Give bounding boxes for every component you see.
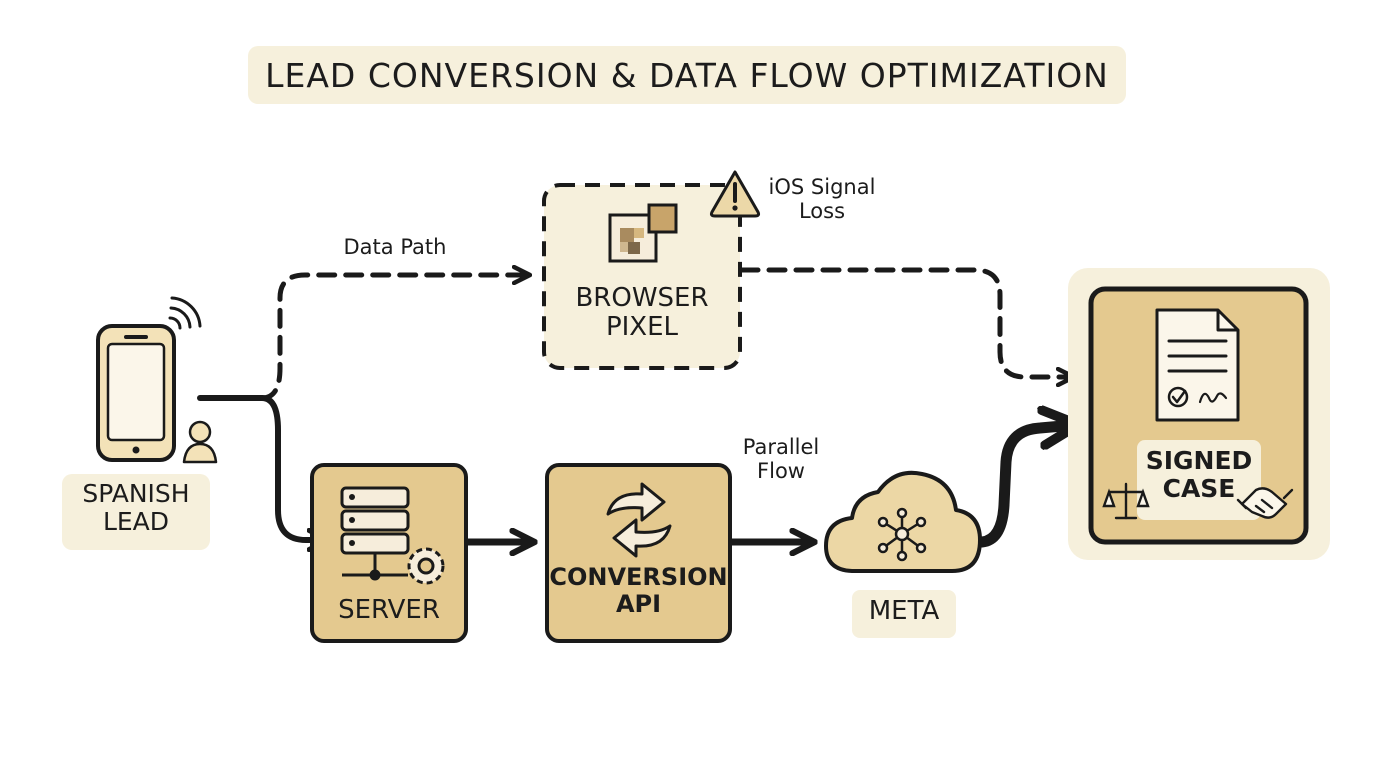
parallel-line-1: Parallel — [742, 435, 820, 459]
gear-icon — [407, 547, 445, 585]
signal-icon — [168, 296, 202, 330]
pixel-line-1: BROWSER — [575, 283, 709, 313]
parallel-flow-label: Parallel Flow — [728, 435, 834, 483]
server-rack-icon — [340, 486, 410, 581]
server-branch-arrow — [259, 395, 326, 540]
capi-line-1: CONVERSION — [549, 563, 728, 591]
title-band — [248, 46, 1126, 104]
connectors — [197, 267, 1074, 548]
browser-pixel-box — [542, 183, 742, 370]
lead-label-bg — [62, 474, 210, 550]
signed-line-2: CASE — [1162, 474, 1236, 503]
meta-to-case-arrow — [976, 425, 1074, 548]
ios-signal-loss-label: iOS Signal Loss — [760, 175, 884, 223]
server-node — [310, 463, 468, 643]
meta-label-bg — [852, 590, 956, 638]
ios-line-2: Loss — [798, 198, 846, 223]
smartphone-icon — [96, 324, 176, 462]
conversion-api-box — [545, 463, 732, 643]
person-icon — [182, 420, 218, 464]
browser-pixel-node — [542, 170, 761, 370]
pixel-to-case-arrow — [739, 267, 1072, 377]
data-path-arrow — [259, 275, 528, 401]
lead-line-1: SPANISH — [82, 479, 190, 508]
conversion-api-node — [545, 463, 732, 643]
capi-line-2: API — [615, 589, 662, 618]
signed-case-label-bg — [1137, 440, 1261, 520]
parallel-line-2: Flow — [757, 458, 805, 483]
data-path-label: Data Path — [343, 235, 447, 259]
meta-label: META — [868, 596, 940, 626]
cloud-network-icon — [824, 470, 982, 573]
pixel-line-2: PIXEL — [605, 312, 679, 343]
signed-case-label: SIGNED CASE — [1137, 447, 1261, 503]
meta-node — [824, 470, 982, 638]
document-icon — [1155, 308, 1240, 422]
conversion-api-label: CONVERSION API — [547, 564, 730, 618]
browser-pixel-icon — [608, 203, 678, 263]
warning-icon — [709, 170, 761, 218]
scales-icon — [1102, 482, 1150, 520]
diagram-title: LEAD CONVERSION & DATA FLOW OPTIMIZATION — [265, 55, 1109, 95]
spanish-lead-node — [62, 296, 218, 550]
server-label: SERVER — [338, 595, 440, 625]
signed-case-node — [1068, 268, 1330, 560]
handshake-icon — [1236, 487, 1294, 519]
signed-line-1: SIGNED — [1145, 446, 1253, 475]
ios-line-1: iOS Signal — [768, 175, 876, 199]
browser-pixel-label: BROWSER PIXEL — [544, 283, 740, 343]
spanish-lead-label: SPANISH LEAD — [62, 480, 210, 536]
sync-arrows-icon — [606, 482, 672, 558]
lead-line-2: LEAD — [102, 507, 170, 536]
